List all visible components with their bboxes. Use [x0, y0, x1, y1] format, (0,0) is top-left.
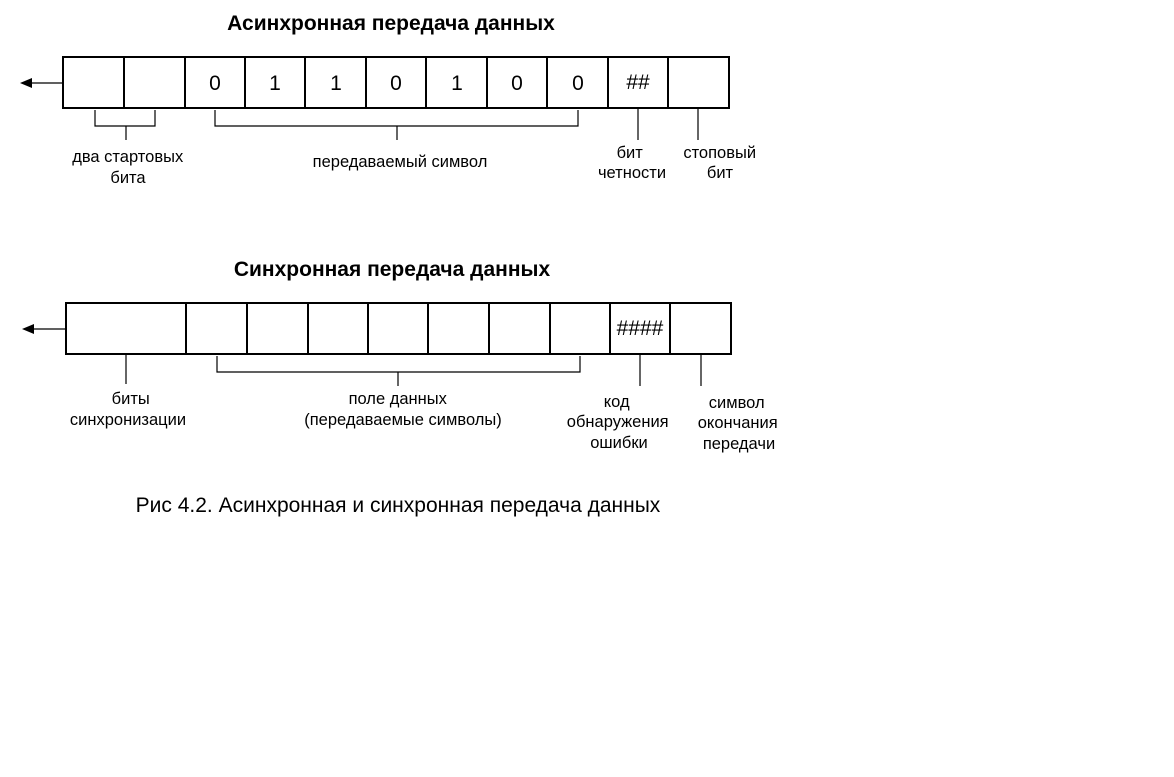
async-label-parity: бит четности — [598, 144, 666, 182]
async-label-start-bits: два стартовых бита — [72, 148, 188, 187]
sync-arrow-icon — [22, 324, 65, 334]
async-label-symbol: передаваемый символ — [313, 153, 488, 171]
sync-cell-sync-bits — [65, 302, 187, 355]
sync-cell-data-3 — [307, 302, 369, 355]
async-cell-start-2 — [123, 56, 186, 109]
sync-cell-data-6 — [488, 302, 551, 355]
sync-cell-end-symbol — [669, 302, 732, 355]
async-cell-text: 0 — [572, 72, 584, 95]
sync-cell-data-5 — [427, 302, 490, 355]
async-cell-text: 1 — [451, 72, 463, 95]
sync-title: Синхронная передача данных — [234, 258, 551, 281]
sync-label-end-symbol: символ окончания передачи — [698, 394, 783, 453]
sync-cell-error-code — [609, 302, 671, 355]
figure-caption: Рис 4.2. Асинхронная и синхронная переда… — [136, 494, 661, 517]
async-bracket-symbol — [214, 110, 579, 140]
sync-cell-data-4 — [367, 302, 429, 355]
async-cell-values: 0 1 1 0 1 0 0 ## — [209, 71, 650, 95]
sync-bracket-data-field — [216, 356, 581, 386]
async-cell-stop — [667, 56, 730, 109]
sync-cell-data-2 — [246, 302, 309, 355]
async-cell-bit-1 — [184, 56, 246, 109]
async-cell-bit-7 — [546, 56, 609, 109]
async-frame — [62, 56, 730, 109]
sync-label-error-code: код обнаружения ошибки — [567, 393, 673, 452]
async-cell-text: 0 — [511, 72, 523, 95]
async-cell-text: 1 — [269, 72, 281, 95]
sync-label-data-field: поле данных (передаваемые символы) — [304, 390, 501, 429]
sync-frame — [65, 302, 732, 355]
sync-label-sync-bits: биты синхронизации — [70, 390, 186, 429]
async-cell-text: 0 — [209, 72, 221, 95]
async-cell-start-1 — [62, 56, 125, 109]
async-bracket-start-bits — [94, 110, 156, 140]
async-cell-text: 0 — [390, 72, 402, 95]
sync-cell-values: #### — [617, 317, 664, 340]
async-cell-parity — [607, 56, 669, 109]
sync-cell-text: #### — [617, 317, 664, 340]
async-title: Асинхронная передача данных — [227, 12, 555, 35]
async-cell-text: ## — [626, 71, 650, 94]
sync-cell-data-1 — [185, 302, 248, 355]
async-label-stop: стоповый бит — [683, 144, 760, 182]
async-arrow-icon — [20, 78, 63, 88]
async-cell-text: 1 — [330, 72, 342, 95]
sync-cell-data-7 — [549, 302, 611, 355]
